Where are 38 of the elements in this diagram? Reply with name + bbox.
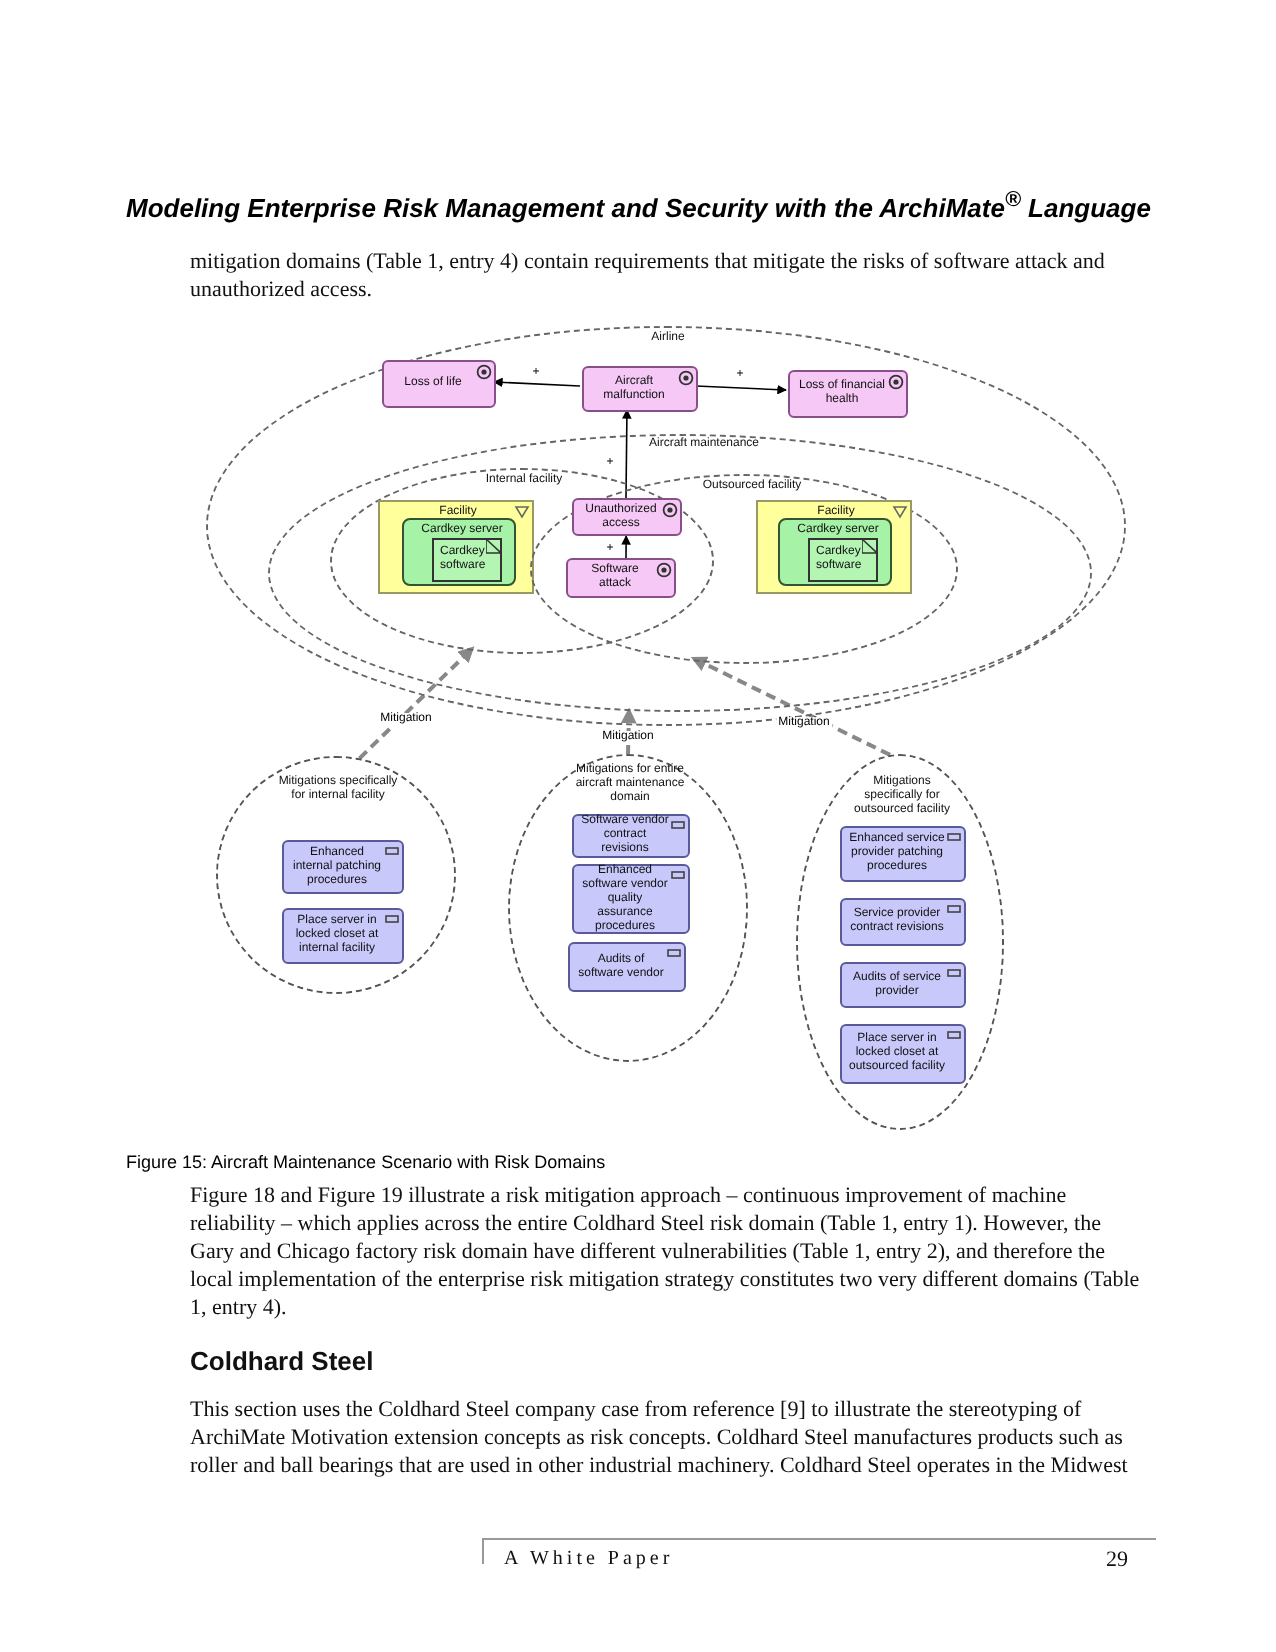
paragraph: mitigation domains (Table 1, entry 4) contain requirements that mitigate the risks of software attack and unauthorized access. xyxy=(190,248,1107,304)
artifact-box xyxy=(432,538,502,582)
requirement-box xyxy=(572,864,690,934)
mitigation-ellipse xyxy=(508,754,748,1062)
dashed-arrow xyxy=(620,707,637,755)
arrow xyxy=(621,535,631,559)
requirement-box xyxy=(840,898,966,946)
arrow xyxy=(695,384,787,395)
risk-box xyxy=(582,366,698,412)
risk-box xyxy=(572,498,682,536)
requirement-box xyxy=(282,840,404,894)
risk-box xyxy=(382,360,496,408)
dashed-arrow xyxy=(690,655,891,757)
mitigation-ellipse xyxy=(796,754,1004,1130)
device-box xyxy=(402,518,516,586)
requirement-box xyxy=(572,814,690,858)
mitigation-ellipse xyxy=(216,756,456,994)
requirement-box xyxy=(282,908,404,964)
requirement-box xyxy=(840,962,966,1008)
device-box xyxy=(778,518,892,586)
paragraph: Figure 18 and Figure 19 illustrate a risk mitigation approach – continuous improvement of machine reliability – which applies across the entire Coldhard Steel risk domain (Table 1, entry 1). However, the Gary and Chicago factory risk domain have different vulnerabilities (Table 1, entry 2), and therefore the local implementation of the enterprise risk mitigation strategy constitutes two very different domains (Table 1, entry 4). xyxy=(190,1182,1140,1322)
header-title: Modeling Enterprise Risk Management and Security with the ArchiMate$^{®}$ Language xyxy=(126,188,1151,223)
requirement-box xyxy=(840,1024,966,1084)
section-heading: Coldhard Steel xyxy=(190,1348,374,1376)
risk-box xyxy=(566,558,676,598)
arrow xyxy=(493,377,581,388)
requirement-box xyxy=(840,826,966,882)
paragraph: This section uses the Coldhard Steel company case from reference [9] to illustrate the stereotyping of ArchiMate Motivation extension concepts as risk concepts. Coldhard Steel manufactures products such as roller and ball bearings that are used in other industrial machinery. Coldhard Steel operates in the Midwest xyxy=(190,1396,1130,1480)
risk-box xyxy=(788,370,908,418)
requirement-box xyxy=(568,942,686,992)
arrow xyxy=(622,409,632,499)
page-number: 29 xyxy=(1106,1546,1128,1574)
dashed-arrow xyxy=(358,646,475,760)
facility-box xyxy=(756,500,912,594)
artifact-box xyxy=(808,538,878,582)
figure-caption: Figure 15: Aircraft Maintenance Scenario with Risk Domains xyxy=(126,1152,606,1172)
footer-text: A White Paper xyxy=(504,1546,674,1574)
facility-box xyxy=(378,500,534,594)
